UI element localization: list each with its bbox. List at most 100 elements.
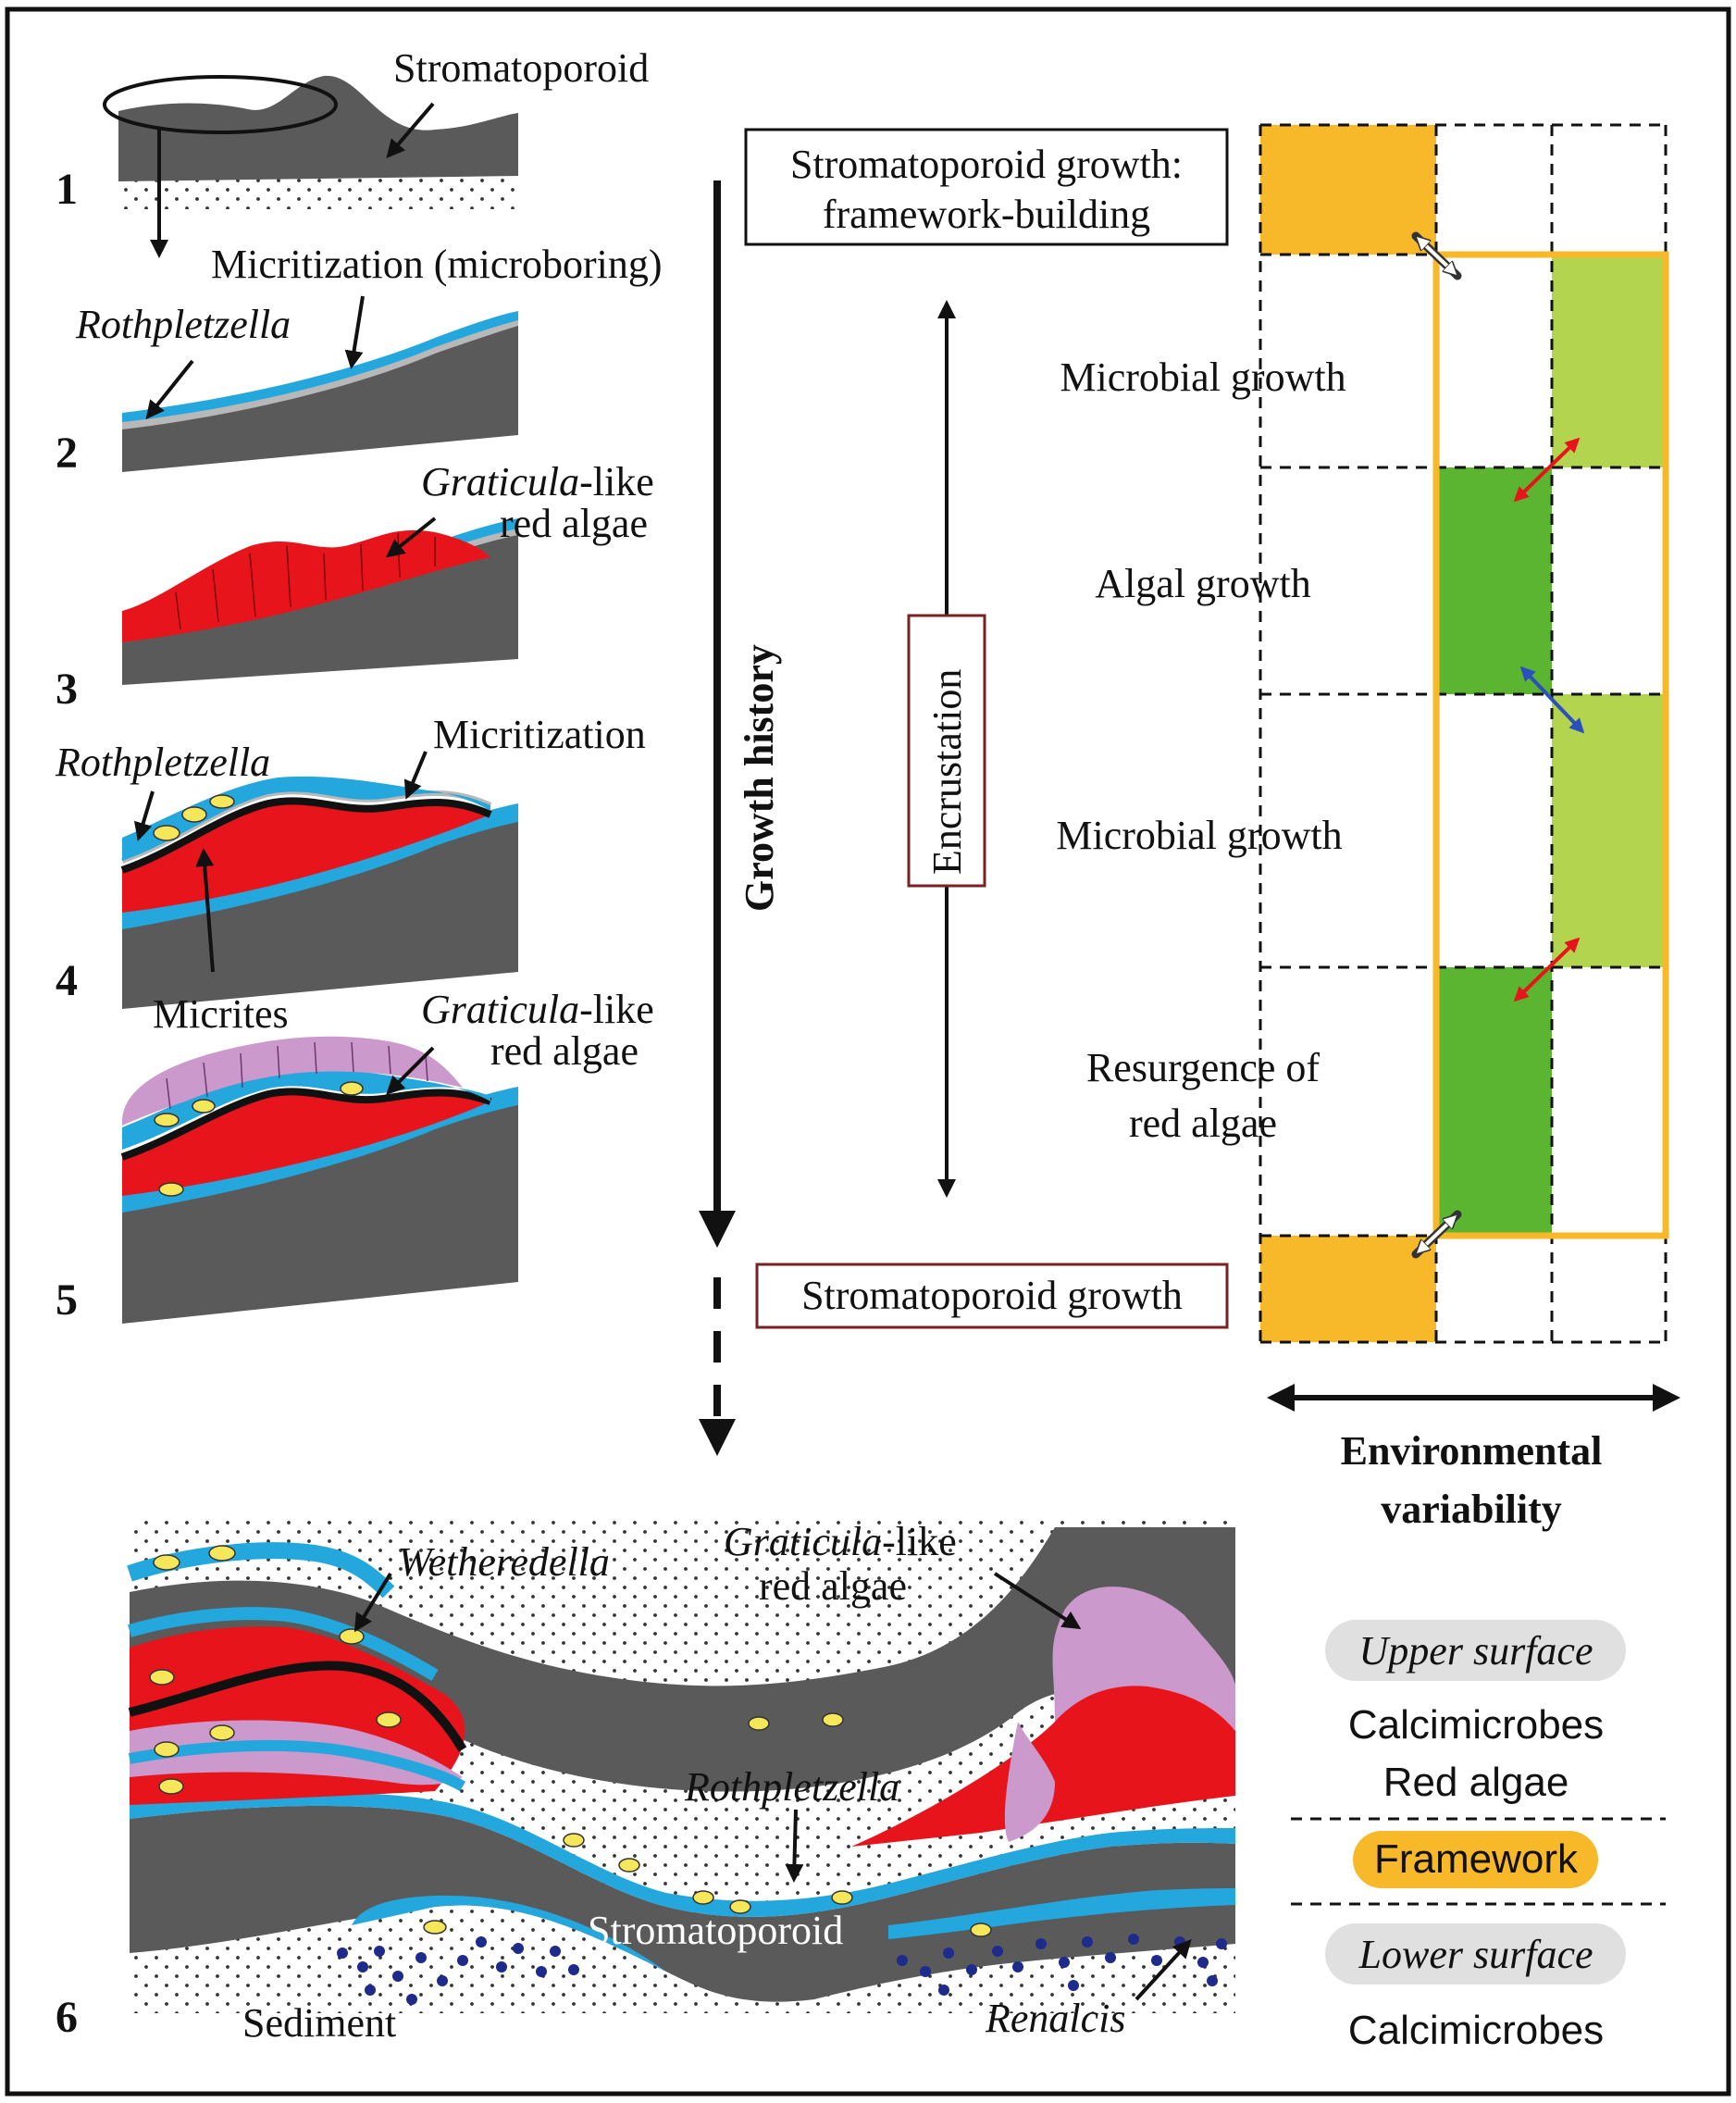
framework-cell-bottom — [1260, 1236, 1436, 1342]
panel-2-rothpletzella-arrow — [145, 359, 194, 420]
panel-5-graticula-label: Graticula-like — [421, 987, 654, 1032]
panel-6-wetheredella-label: Wetheredella — [398, 1539, 610, 1585]
panel-1: Stromatoporoid 1 — [56, 45, 649, 258]
panel-5-micrites-blobs — [154, 1081, 364, 1197]
stage-microbial-growth-2: Microbial growth — [1056, 813, 1342, 858]
panel-2-number: 2 — [56, 429, 78, 478]
panel-3-number: 3 — [56, 665, 78, 714]
transition-arrow-red-2 — [1513, 937, 1581, 1002]
panel-6-rothpletzella-arrow — [785, 1809, 804, 1883]
panel-2-micritization-label: Micritization (microboring) — [211, 242, 663, 287]
panel-1-stromatoporoid-arrow — [386, 102, 435, 159]
panel-3-graticula-label: Graticula-like — [421, 459, 654, 504]
panel-4-rothpletzella-arrow — [134, 790, 155, 841]
panel-6-left-stack-blue-2 — [128, 1739, 466, 1792]
panel-1-sediment — [118, 176, 516, 209]
panel-5-number: 5 — [56, 1275, 78, 1325]
panel-6-renalcis-dots — [337, 1934, 1227, 2005]
panel-6-stromatoporoid-label: Stromatoporoid — [588, 1908, 843, 1953]
panel-1-stromatoporoid — [118, 75, 518, 181]
transition-arrow-red-1 — [1513, 437, 1581, 503]
microbe-cell-1 — [1552, 255, 1666, 467]
panel-6-graticula-base — [1004, 1722, 1055, 1842]
legend-lower-item-1: Calcimicrobes — [1348, 2008, 1604, 2053]
panel-6-left-stack-micrite-black — [128, 1661, 467, 1752]
panel-4: Rothpletzella Micritization Micrites 4 — [55, 712, 646, 1037]
panel-4-micritization-label: Micritization — [433, 712, 646, 757]
panel-6-rothpletzella-label: Rothpletzella — [684, 1764, 899, 1810]
panel-6-graticula-dome — [1052, 1587, 1235, 1731]
panel-5-red-algae-label: red algae — [490, 1028, 639, 1074]
panel-6-rothpletzella-lower-band — [130, 1792, 1235, 1917]
panel-1-stromatoporoid-label: Stromatoporoid — [393, 45, 649, 91]
growth-history-label: Growth history — [737, 644, 782, 912]
transition-arrow-blue — [1519, 666, 1585, 734]
panel-6-lower-stromatoporoid — [130, 1805, 1235, 2002]
encrustation-zone-outline — [1432, 251, 1669, 1239]
algae-cell-1 — [1436, 467, 1552, 694]
panel-6-renalcis-label: Renalcis — [985, 1996, 1126, 2041]
legend-framework: Framework — [1374, 1836, 1579, 1882]
panel-4-rothpletzella-label: Rothpletzella — [55, 740, 270, 785]
legend-upper-surface-pill — [1325, 1620, 1626, 1681]
top-box-line2: framework-building — [823, 192, 1150, 237]
panel-3-red-algae-label: red algae — [500, 501, 648, 546]
encrustation-box — [907, 614, 986, 888]
transition-arrow-white-top-inner — [1418, 238, 1456, 274]
panel-5-stromatoporoid — [122, 1103, 518, 1324]
panel-1-number: 1 — [56, 165, 78, 214]
panel-6-rothpletzella-bottom — [352, 1895, 666, 1972]
panel-4-stromatoporoid — [122, 820, 518, 1009]
panel-4-micrites-arrow — [195, 848, 215, 973]
panel-6: Wetheredella Graticula-like red algae Ro… — [56, 1518, 1235, 2046]
panel-6-number: 6 — [56, 1993, 78, 2042]
transition-arrow-white-bottom-inner — [1418, 1216, 1456, 1252]
encrustation-label: Encrustation — [924, 669, 970, 875]
panel-1-highlight-ellipse — [103, 75, 338, 134]
legend-lower-surface-pill — [1325, 1923, 1626, 1985]
panel-5-graticula-filaments — [166, 1041, 428, 1110]
algae-cell-2 — [1436, 967, 1552, 1236]
top-stromatoporoid-box — [744, 128, 1229, 246]
legend-lower-surface: Lower surface — [1358, 1932, 1593, 1977]
panel-6-wetheredella-arrow — [353, 1572, 392, 1633]
panel-2-rothpletzella-label: Rothpletzella — [75, 302, 291, 347]
panel-5-graticula-crust — [122, 1036, 463, 1126]
panel-3: Graticula-like red algae 3 — [56, 459, 654, 714]
legend-framework-pill — [1353, 1831, 1598, 1888]
stage-resurgence-line1: Resurgence of — [1086, 1045, 1320, 1090]
panel-6-upper-stromatoporoid — [130, 1527, 1235, 1792]
panel-4-micritization-arrow — [403, 751, 428, 800]
bottom-box-label: Stromatoporoid growth — [801, 1273, 1183, 1318]
panel-4-micrites-blobs — [153, 794, 235, 841]
microbe-cell-2 — [1552, 694, 1666, 967]
environmental-variability-line1: Environmental — [1341, 1428, 1603, 1474]
panel-4-number: 4 — [56, 956, 78, 1005]
environmental-variability-line2: variability — [1381, 1487, 1562, 1532]
stage-labels: Microbial growth Algal growth Microbial … — [1056, 355, 1345, 1146]
panel-2: Micritization (microboring) Rothpletzell… — [56, 242, 663, 478]
framework-cell-top — [1260, 125, 1436, 255]
panel-6-red-algae-label: red algae — [759, 1563, 907, 1609]
panel-5-graticula-arrow — [386, 1046, 435, 1095]
panel-6-renalcis-arrow — [1135, 1939, 1192, 2001]
legend: Upper surface Calcimicrobes Red algae Fr… — [1291, 1620, 1666, 2053]
panel-5: Graticula-like red algae 5 — [56, 987, 654, 1325]
panel-2-micritization-arrow — [344, 295, 365, 369]
growth-history-timeline: Growth history Encrustation Stromatoporo… — [699, 128, 1229, 1456]
stage-resurgence-line2: red algae — [1129, 1101, 1277, 1146]
panel-3-graticula-arrow — [385, 516, 437, 558]
panel-5-micrite-black — [120, 1088, 492, 1161]
legend-upper-item-2: Red algae — [1383, 1760, 1569, 1805]
panel-6-graticula-arrow — [993, 1572, 1082, 1630]
legend-upper-surface: Upper surface — [1359, 1628, 1593, 1674]
stage-algal-growth: Algal growth — [1095, 561, 1310, 606]
panel-6-graticula-label: Graticula-like — [724, 1519, 957, 1564]
panel-4-micrite-black — [120, 797, 492, 874]
bottom-stromatoporoid-box — [755, 1263, 1229, 1329]
environmental-grid: Environmental variability — [1259, 123, 1680, 1532]
panel-6-left-stack-blue-1 — [128, 1607, 439, 1682]
panel-4-micrites-label: Micrites — [153, 991, 289, 1037]
legend-upper-item-1: Calcimicrobes — [1348, 1702, 1604, 1748]
